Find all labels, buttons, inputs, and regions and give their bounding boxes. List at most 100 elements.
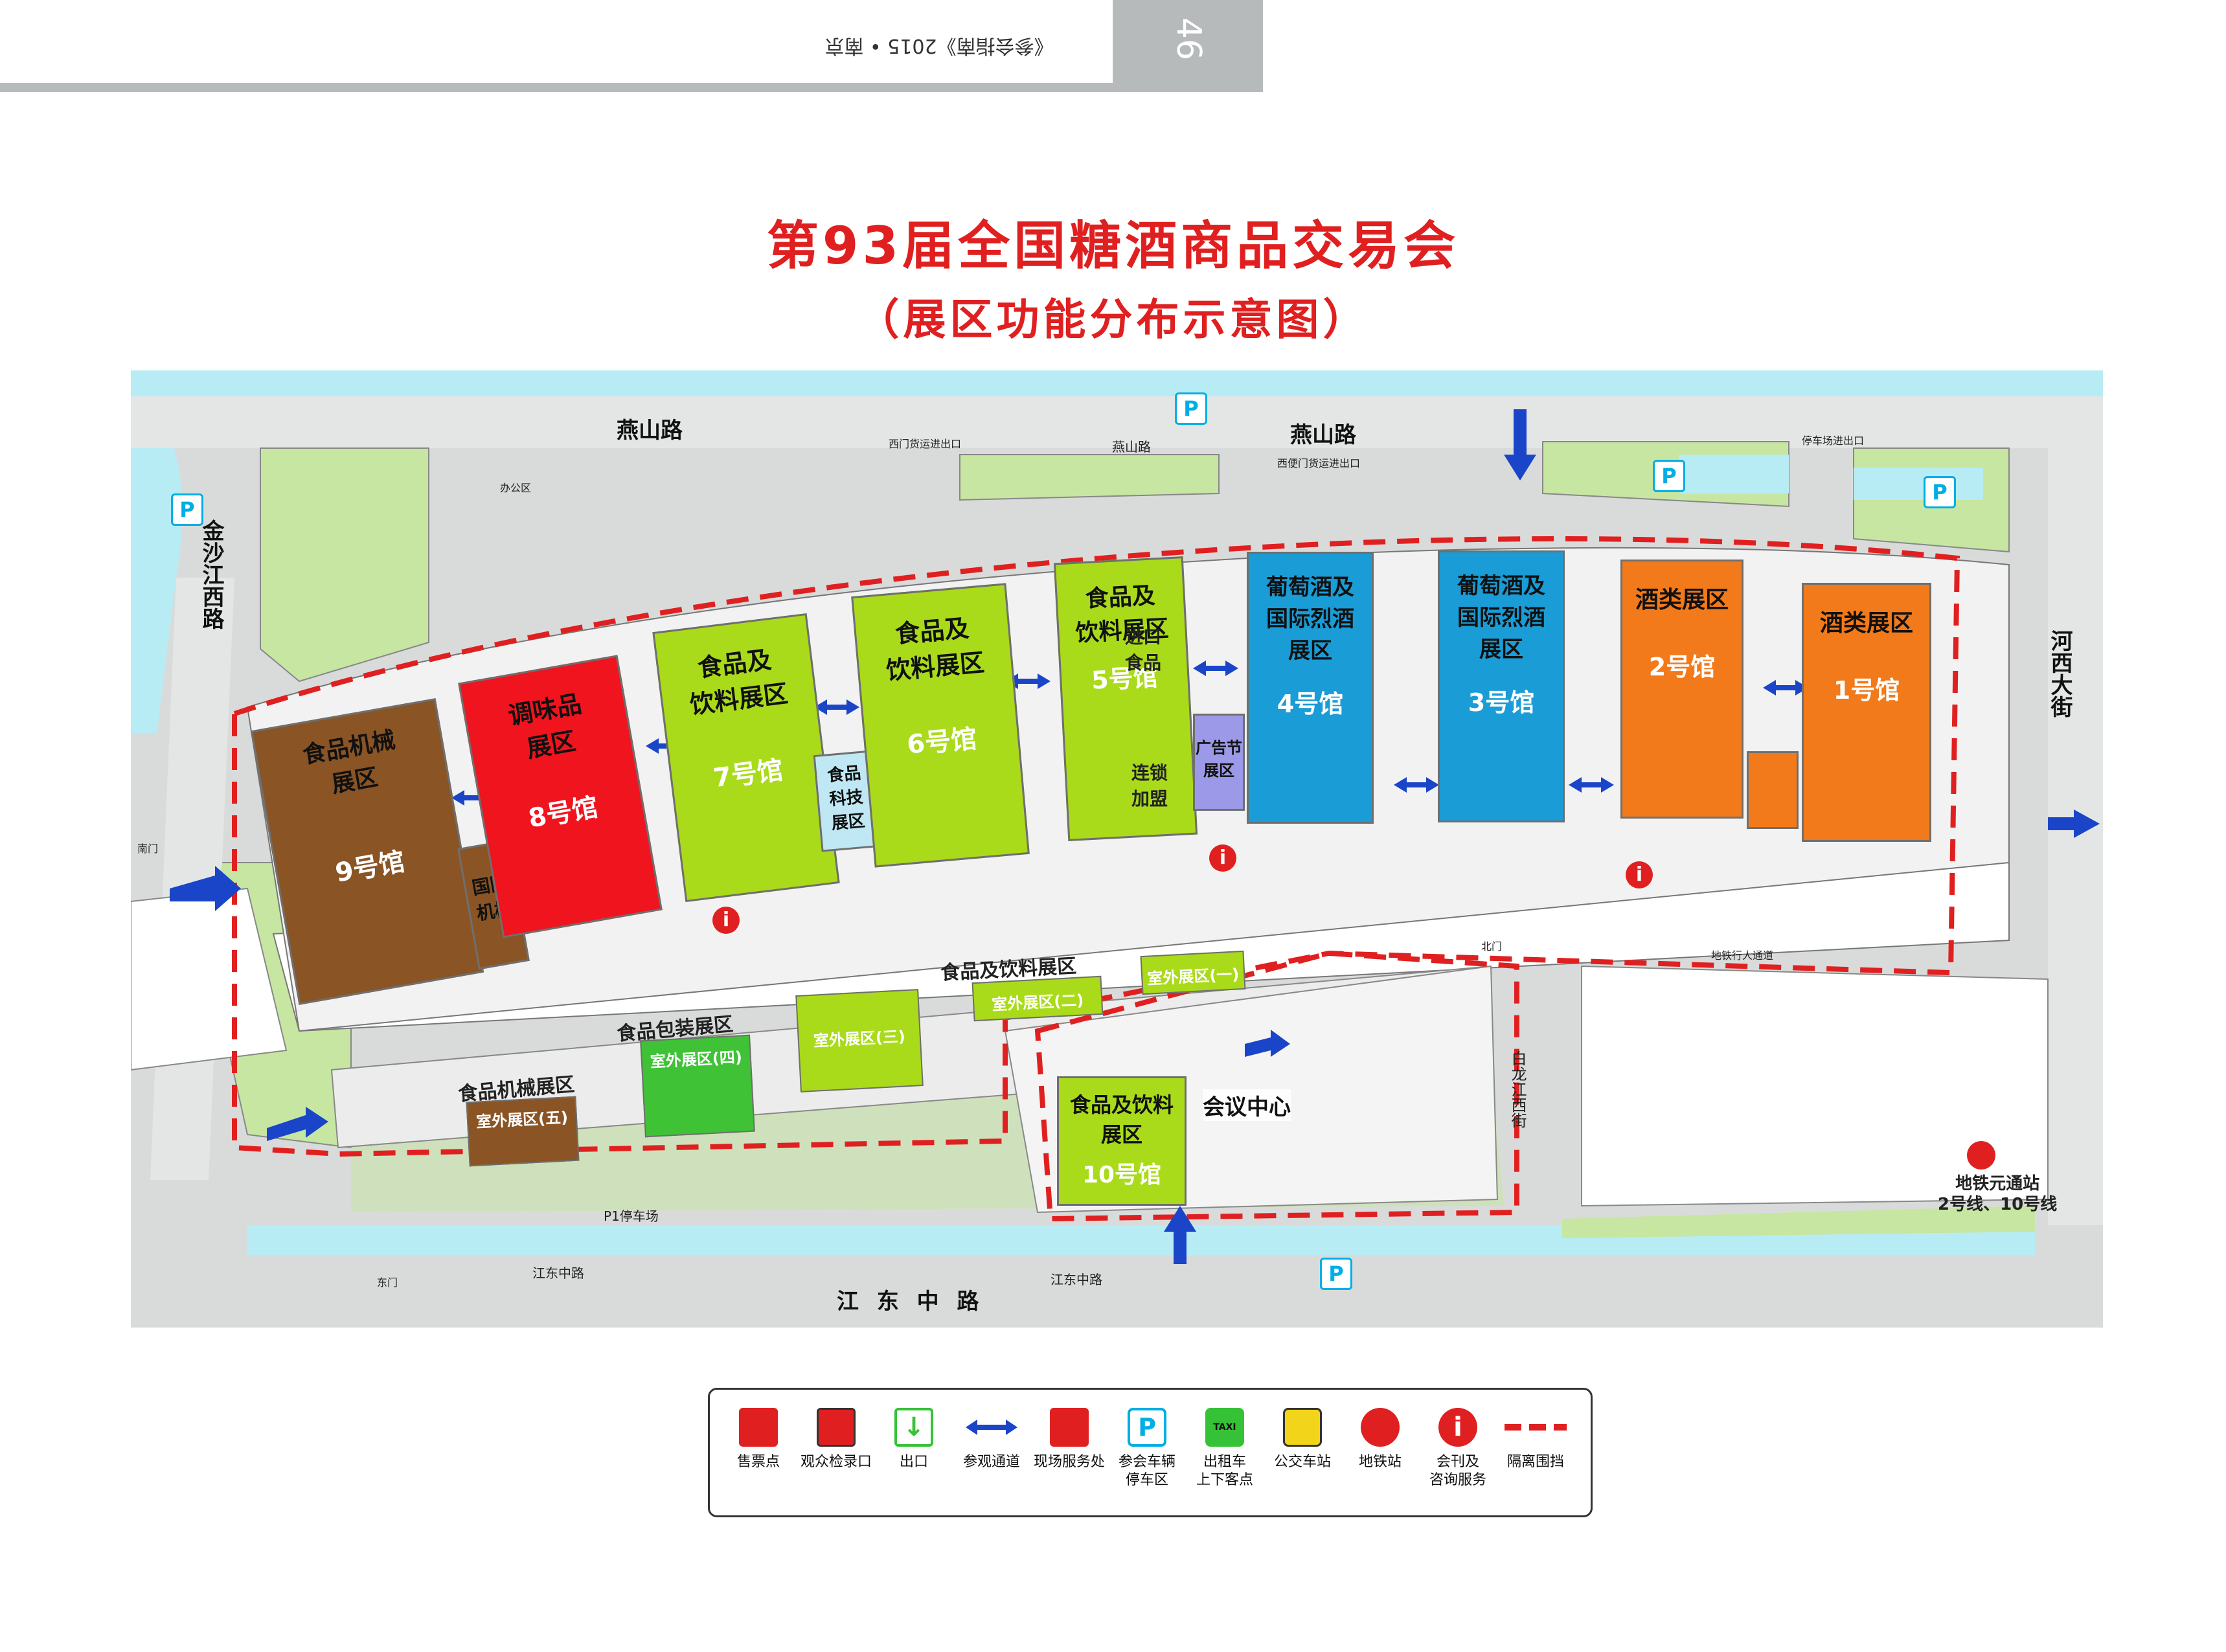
- checkin-icon: [817, 1408, 856, 1447]
- parking-icon: P: [1175, 392, 1207, 425]
- legend-fence: 隔离围挡: [1500, 1408, 1571, 1471]
- legend-taxi: TAXI 出租车 上下客点: [1189, 1408, 1260, 1489]
- venue-map: 食品机械 展区 9号馆 国际 机械 调味品 展区 8号馆 食品及 饮料展区 7号…: [131, 370, 2103, 1328]
- green-ne-3: [1854, 468, 1983, 500]
- parking-icon: P: [1653, 460, 1685, 492]
- legend-passage: 参观通道: [956, 1408, 1027, 1471]
- connector-2-1: [1763, 680, 1808, 696]
- legend-exit: ↓ 出口: [878, 1408, 949, 1471]
- fence-icon: [1503, 1408, 1568, 1447]
- metro-icon: [1967, 1141, 1995, 1170]
- green-nw: [260, 447, 429, 683]
- hall-5: 食品及 饮料展区 5号馆: [1053, 556, 1198, 841]
- info-icon: i: [1626, 861, 1653, 888]
- se-plot: [1581, 965, 2049, 1207]
- fence-conference: [1034, 950, 1519, 1222]
- road-bailongjiang: 白龙江西街: [1508, 1050, 1527, 1128]
- hall-7: 食品及 饮料展区 7号馆: [652, 613, 840, 903]
- page-number: 46: [1169, 17, 1208, 61]
- hall-2: 酒类展区 2号馆: [1620, 560, 1743, 819]
- service-icon: [1050, 1408, 1089, 1447]
- legend-bus: 公交车站: [1267, 1408, 1338, 1471]
- parking-icon: P: [1320, 1258, 1352, 1290]
- hall-1: 酒类展区 1号馆: [1802, 583, 1931, 842]
- road-jiangdong-small-1: 江东中路: [532, 1265, 584, 1281]
- legend-ticket: 售票点: [723, 1408, 794, 1471]
- road-jinshajiang-west: 金沙江西路: [198, 519, 224, 629]
- label-south-gate: 南门: [137, 843, 159, 855]
- info-icon: i: [1438, 1408, 1477, 1447]
- hall-3: 葡萄酒及 国际烈酒 展区 3号馆: [1438, 550, 1565, 822]
- legend-service: 现场服务处: [1034, 1408, 1105, 1471]
- label-metro-walkway: 地铁行人通道: [1711, 949, 1774, 962]
- connector-6-5: [1005, 673, 1051, 689]
- river-north: [131, 370, 2103, 396]
- label-west-side-gate-cargo: 西便门货运进出口: [1277, 457, 1361, 470]
- meeting-center-label: 会议中心: [1203, 1089, 1291, 1121]
- hall-5-chain: 连锁 加盟: [1131, 762, 1168, 809]
- passage-arrows: [170, 409, 2100, 1264]
- page-subtitle: （展区功能分布示意图）: [856, 295, 1370, 345]
- label-east-gate: 东门: [377, 1276, 398, 1289]
- legend-info: i 会刊及 咨询服务: [1422, 1408, 1493, 1489]
- road-jiangdong-middle: 江 东 中 路: [837, 1289, 984, 1315]
- road-jiangdong-small-2: 江东中路: [1051, 1272, 1102, 1287]
- connector-3-2: [1569, 777, 1614, 793]
- header-bar: [0, 83, 1263, 92]
- taxi-icon: TAXI: [1205, 1408, 1244, 1447]
- exit-icon: ↓: [894, 1408, 933, 1447]
- road-yanshan-2: 燕山路: [1290, 422, 1356, 448]
- map-legend: 售票点 观众检录口 ↓ 出口 参观通道 现场服务处 P 参会车辆 停车区 TAX…: [708, 1388, 1593, 1517]
- hall-4: 葡萄酒及 国际烈酒 展区 4号馆: [1247, 552, 1374, 824]
- fence-main: [232, 536, 1960, 1157]
- hall-9-number: 9号馆: [333, 846, 407, 888]
- arrow-sw: [267, 1107, 328, 1141]
- road-hexi-avenue: 河西大街: [2047, 629, 2073, 718]
- legend-checkin: 观众检录口: [801, 1408, 872, 1471]
- info-icon: i: [712, 907, 740, 934]
- hall-2-annex: [1747, 751, 1799, 829]
- passage-arrow-icon: [966, 1408, 1017, 1447]
- outdoor-zone-5: 室外展区(五): [466, 1096, 580, 1167]
- label-north-gate: 北门: [1481, 940, 1503, 953]
- outdoor-zone-2: 室外展区(二): [971, 975, 1104, 1022]
- hall-6: 食品及 饮料展区 6号馆: [851, 583, 1030, 868]
- hall-10: 食品及饮料 展区 10号馆: [1057, 1076, 1187, 1206]
- parking-icon: P: [171, 493, 203, 526]
- outdoor-zone-3: 室外展区(三): [795, 989, 924, 1092]
- connector-5-4: [1193, 661, 1238, 676]
- green-se: [1562, 1206, 2035, 1238]
- outdoor-zone-1: 室外展区(一): [1140, 950, 1246, 995]
- running-header: 《参会指南》2015 • 南京: [824, 34, 1054, 57]
- green-ne-2: [1679, 455, 1789, 493]
- parking-icon: P: [1924, 476, 1956, 508]
- north-road: [131, 396, 2103, 448]
- arrow-conf: [1245, 1030, 1290, 1057]
- hall-ad-festival: 广告节 展区: [1193, 714, 1245, 811]
- arrow-south-main: [1164, 1206, 1196, 1264]
- legend-metro: 地铁站: [1345, 1408, 1416, 1471]
- arrow-north-gate: [1504, 409, 1536, 481]
- info-icon: i: [1209, 844, 1236, 872]
- bus-icon: [1283, 1408, 1322, 1447]
- ticket-icon: [739, 1408, 778, 1447]
- connector-7-6: [814, 699, 859, 715]
- connector-4-3: [1394, 777, 1439, 793]
- arrow-south-gate: [170, 866, 241, 911]
- label-parking-exit: 停车场进出口: [1802, 435, 1865, 447]
- arrow-east-gate: [2048, 809, 2100, 838]
- legend-parking: P 参会车辆 停车区: [1111, 1408, 1183, 1489]
- green-north-1: [959, 454, 1220, 501]
- label-west-gate-cargo: 西门货运进出口: [889, 438, 962, 450]
- road-yanshan-1: 燕山路: [617, 418, 683, 444]
- metro-station-label: 地铁元通站 2号线、10号线: [1938, 1174, 2058, 1214]
- river-west: [131, 396, 183, 733]
- page-title: 第93届全国糖酒商品交易会: [766, 216, 1460, 276]
- label-office: 办公区: [500, 482, 532, 494]
- metro-icon: [1361, 1408, 1400, 1447]
- parking-icon: P: [1128, 1408, 1166, 1447]
- road-yanshan-small: 燕山路: [1112, 439, 1151, 455]
- page-number-tab: [1113, 0, 1263, 92]
- outdoor-zone-4: 室外展区(四): [640, 1034, 755, 1138]
- hall-connector-arrows: [451, 661, 1808, 806]
